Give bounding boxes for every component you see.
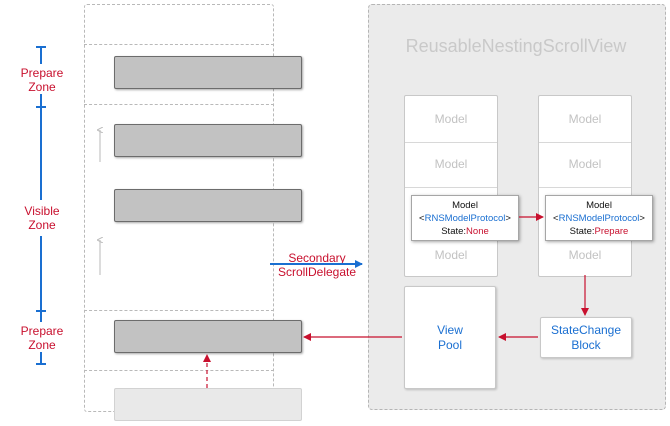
secondary-scroll-delegate-label: Secondary ScrollDelegate: [277, 251, 357, 279]
panel-title: ReusableNestingScrollView: [405, 36, 627, 56]
zone-bracket-prepare-bottom: [36, 310, 46, 365]
model-popup-left: Model <RNSModelProtocol> State:None: [411, 195, 519, 241]
popup-state-value: Prepare: [594, 226, 629, 237]
model-row: Model: [405, 96, 497, 143]
popup-state-label: State:: [569, 226, 595, 237]
popup-title: Model: [452, 200, 478, 211]
zone-divider: [84, 310, 274, 311]
popup-title: Model: [586, 200, 612, 211]
popup-state-label: State:: [441, 226, 467, 237]
popup-protocol: RNSModelProtocol: [558, 213, 640, 224]
popup-protocol-line: <RNSModelProtocol>: [553, 213, 645, 224]
model-popup-right: Model <RNSModelProtocol> State:Prepare: [545, 195, 653, 241]
model-row: Model: [568, 248, 602, 262]
popup-state-value: None: [466, 226, 489, 237]
popup-state-line: State:Prepare: [546, 225, 652, 238]
prepare-zone-top-label: Prepare Zone: [20, 66, 64, 94]
cell-prepare-bottom: [114, 320, 302, 353]
model-row: Model: [405, 141, 497, 188]
model-list-right: Model Model Model: [538, 95, 632, 277]
zone-divider: [84, 44, 274, 45]
model-row: Model: [539, 96, 631, 143]
popup-state-line: State:None: [412, 225, 518, 238]
state-change-block-box: StateChange Block: [540, 317, 632, 358]
popup-protocol: RNSModelProtocol: [424, 213, 506, 224]
cell-prepare-top: [114, 56, 302, 89]
zone-divider: [84, 370, 274, 371]
zone-bracket-prepare-top: [36, 46, 46, 108]
model-list-left: Model Model Model: [404, 95, 498, 277]
prepare-zone-bottom-label: Prepare Zone: [20, 324, 64, 352]
model-row: Model: [539, 141, 631, 188]
popup-protocol-line: <RNSModelProtocol>: [419, 213, 511, 224]
model-row: Model: [434, 248, 468, 262]
view-pool-box: View Pool: [404, 286, 496, 389]
zone-divider: [84, 104, 274, 105]
visible-zone-label: Visible Zone: [24, 204, 60, 232]
cell-reuse-queue: [114, 388, 302, 421]
cell-visible-1: [114, 124, 302, 157]
cell-visible-2: [114, 189, 302, 222]
